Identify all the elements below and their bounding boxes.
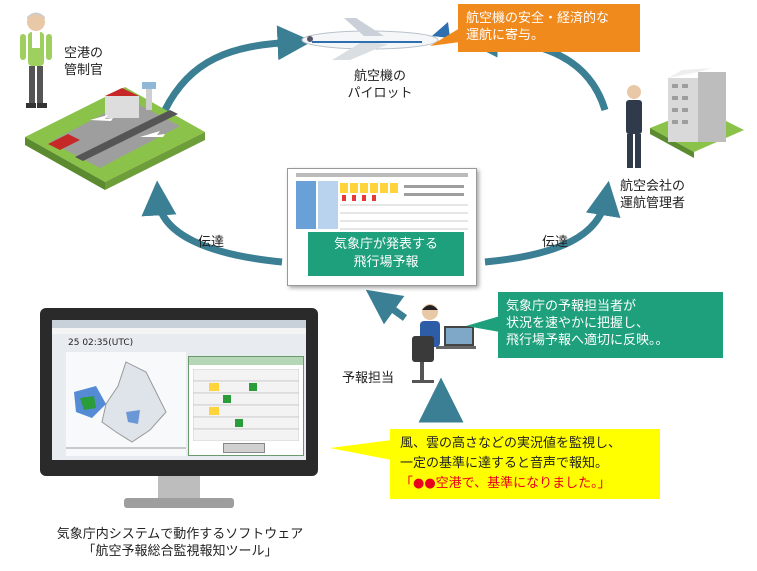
controller-person-icon [20, 12, 52, 108]
airline-label-line1: 航空会社の [620, 179, 686, 194]
forecast-title-box: 気象庁が発表する 飛行場予報 [308, 232, 464, 276]
forecaster-person-icon [412, 304, 476, 383]
green-callout-line1: 気象庁の予報担当者が [506, 299, 637, 314]
airport-label-line2: 管制官 [64, 63, 104, 78]
yellow-callout-line1: 風、雲の高さなどの実況値を監視し、 [400, 436, 622, 451]
green-callout-line3: 飛行場予報へ適切に反映。。 [506, 333, 669, 348]
yellow-callout-line3: 「●●空港で、基準になりました。」 [400, 476, 611, 491]
arrow-airport-to-pilot [161, 25, 313, 112]
tool-radar-map [66, 352, 186, 456]
arrow-forecaster-to-forecast [365, 289, 408, 325]
tool-time-readout: 25 02:35(UTC) [68, 338, 134, 348]
orange-callout-line1: 航空機の安全・経済的な [466, 11, 610, 26]
yellow-callout: 風、雲の高さなどの実況値を監視し、 一定の基準に達すると音声で報知。 「●●空港… [390, 429, 660, 499]
green-callout-line2: 状況を速やかに把握し、 [506, 316, 650, 331]
airport-illustration [25, 82, 205, 190]
airport-label-line1: 空港の [64, 46, 104, 61]
tool-caption-line1: 気象庁内システムで動作するソフトウェア [56, 527, 304, 542]
tool-menu-bar [52, 328, 306, 334]
forecast-table-thumbnail [296, 173, 468, 230]
forecast-box-line2: 飛行場予報 [353, 255, 419, 270]
tool-title-bar [52, 320, 306, 328]
tool-caption: 気象庁内システムで動作するソフトウェア 「航空予報総合監視報知ツール」 [20, 526, 340, 560]
monitor-screen: 25 02:35(UTC) [52, 320, 306, 460]
tool-panel-header [189, 357, 303, 365]
monitor-stand [124, 498, 234, 508]
orange-callout-tail [430, 28, 460, 46]
transmit-left-label: 伝達 [198, 235, 225, 250]
tool-caption-line2: 「航空予報総合監視報知ツール」 [82, 544, 278, 559]
green-callout: 気象庁の予報担当者が 状況を速やかに把握し、 飛行場予報へ適切に反映。。 [498, 292, 723, 358]
forecaster-label: 予報担当 [342, 371, 395, 386]
forecast-box-line1: 気象庁が発表する [333, 237, 438, 252]
orange-callout-line2: 運航に寄与。 [466, 28, 545, 43]
forecast-document: 気象庁が発表する 飛行場予報 [287, 168, 477, 286]
airline-dispatcher-label: 航空会社の 運航管理者 [620, 178, 685, 212]
airline-building-icon [626, 68, 744, 168]
airport-controller-label: 空港の 管制官 [64, 45, 103, 79]
monitor-bezel: 25 02:35(UTC) [40, 308, 318, 476]
pilot-label-line2: パイロット [347, 86, 413, 101]
orange-callout: 航空機の安全・経済的な 運航に寄与。 [458, 4, 640, 52]
tool-station-panel [188, 356, 304, 456]
tool-station-grid [193, 369, 299, 441]
yellow-callout-tail [330, 440, 392, 460]
pilot-label: 航空機の パイロット [340, 68, 420, 102]
arrow-forecast-to-airport [141, 180, 283, 266]
tool-panel-button[interactable] [223, 443, 265, 453]
green-callout-tail [466, 316, 500, 332]
monitor-neck [158, 476, 200, 500]
yellow-callout-line2: 一定の基準に達すると音声で報知。 [400, 456, 609, 471]
airline-label-line2: 運航管理者 [620, 196, 686, 211]
pilot-label-line1: 航空機の [353, 69, 406, 84]
transmit-right-label: 伝達 [542, 235, 569, 250]
arrow-forecast-to-airline [484, 180, 621, 266]
airplane-icon [301, 18, 450, 60]
